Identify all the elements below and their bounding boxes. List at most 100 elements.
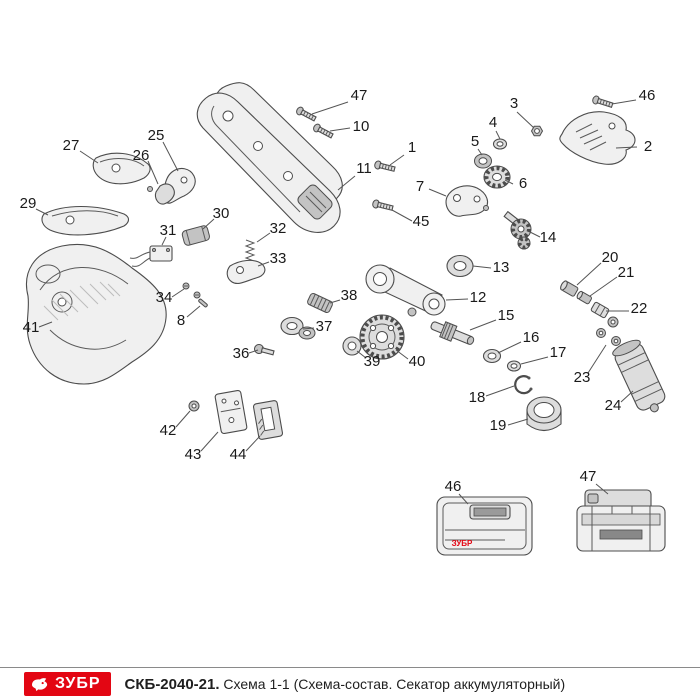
part-washer-17 (506, 360, 522, 372)
callout-46-bottom: 46 (445, 478, 469, 505)
part-switch-31 (129, 245, 173, 267)
part-swing-arm-12 (365, 264, 446, 317)
callout-3: 3 (510, 95, 535, 129)
part-number-label: 21 (618, 264, 635, 281)
part-number-label: 13 (493, 259, 510, 276)
part-number-label: 7 (416, 178, 424, 195)
part-number-label: 34 (156, 289, 173, 306)
callout-19: 19 (490, 417, 529, 434)
part-number-label: 45 (413, 213, 430, 230)
callout-34: 34 (156, 288, 185, 306)
exploded-diagram: ЗУБР 47 10 46 3 4 2 5 6 1 11 7 27 (20, 82, 666, 556)
part-battery-47 (576, 489, 666, 552)
callout-43: 43 (185, 431, 219, 463)
part-number-label: 42 (160, 422, 177, 439)
part-number-label: 1 (408, 139, 416, 156)
part-number-label: 19 (490, 417, 507, 434)
part-number-label: 36 (233, 345, 250, 362)
part-number-label: 47 (580, 468, 597, 485)
part-number-label: 38 (341, 287, 358, 304)
callout-2: 2 (615, 138, 652, 155)
callout-36: 36 (233, 345, 259, 362)
part-gear-6 (483, 165, 511, 189)
part-number-label: 10 (353, 118, 370, 135)
part-number-label: 33 (270, 250, 287, 267)
part-washer-13 (446, 254, 474, 278)
part-lever-7 (445, 185, 489, 217)
callout-20: 20 (576, 249, 618, 286)
part-charger-46: ЗУБР (436, 496, 533, 556)
part-number-label: 8 (177, 312, 185, 329)
callout-5: 5 (471, 133, 483, 156)
part-snap-ring-18 (514, 375, 533, 395)
part-number-label: 16 (523, 329, 540, 346)
callout-22: 22 (606, 300, 647, 317)
callout-7: 7 (416, 178, 447, 197)
zubr-logo: ЗУБР (24, 672, 111, 696)
part-bearing-5 (474, 153, 492, 169)
callout-13: 13 (472, 259, 510, 276)
part-number-label: 39 (364, 353, 381, 370)
part-lever-33 (226, 259, 266, 285)
part-number-label: 43 (185, 446, 202, 463)
bison-icon (30, 676, 50, 692)
callout-29: 29 (20, 195, 49, 216)
part-pin-8 (198, 298, 208, 308)
callout-46-top: 46 (611, 87, 656, 105)
part-number-label: 18 (469, 389, 486, 406)
part-plate-43 (214, 389, 248, 435)
part-screw-1 (374, 160, 396, 172)
callout-33: 33 (257, 250, 287, 267)
part-screws-34 (182, 282, 201, 299)
doc-title: Схема 1-1 (Схема-состав. Секатор аккумул… (223, 675, 566, 692)
part-collar-39 (342, 336, 362, 356)
callout-1: 1 (389, 139, 416, 166)
part-sleeve-19 (526, 396, 562, 432)
callout-24: 24 (605, 390, 634, 414)
part-washers-37 (280, 316, 316, 340)
callout-14: 14 (529, 229, 557, 246)
part-number-label: 37 (316, 318, 333, 335)
part-nut-3 (530, 125, 544, 137)
callout-37: 37 (302, 318, 333, 335)
callout-11: 11 (337, 160, 372, 191)
callout-18: 18 (469, 385, 515, 406)
callout-10: 10 (329, 118, 370, 135)
part-fastener-cluster (560, 280, 621, 346)
callout-41: 41 (23, 319, 53, 336)
footer: ЗУБР СКБ-2040-21. Схема 1-1 (Схема-соста… (0, 667, 700, 700)
part-number-label: 5 (471, 133, 479, 150)
callout-45: 45 (391, 209, 430, 230)
callout-42: 42 (160, 410, 191, 439)
part-gear-40 (359, 314, 405, 360)
callout-30: 30 (202, 205, 229, 230)
part-number-label: 3 (510, 95, 518, 112)
part-number-label: 22 (631, 300, 648, 317)
charger-brand-label: ЗУБР (452, 539, 473, 548)
footer-caption: СКБ-2040-21. Схема 1-1 (Схема-состав. Се… (125, 676, 566, 693)
callout-4: 4 (489, 114, 501, 140)
part-number-label: 17 (550, 344, 567, 361)
callout-15: 15 (469, 307, 514, 331)
callout-16: 16 (497, 329, 540, 354)
part-number-label: 47 (351, 87, 368, 104)
part-cover (559, 111, 636, 165)
doc-model: СКБ-2040-21. (124, 675, 220, 693)
part-screw-45 (372, 199, 394, 211)
part-number-label: 46 (639, 87, 656, 104)
part-washer-16 (482, 348, 502, 364)
callout-21: 21 (589, 264, 635, 297)
part-number-label: 23 (574, 369, 591, 386)
part-number-label: 32 (270, 220, 287, 237)
part-blade-29 (41, 205, 130, 236)
callout-26: 26 (133, 147, 159, 185)
part-number-label: 26 (133, 147, 150, 164)
part-block-30 (181, 225, 210, 246)
callout-17: 17 (520, 344, 567, 365)
callout-32: 32 (256, 220, 287, 243)
callout-38: 38 (329, 287, 358, 304)
part-number-label: 14 (540, 229, 557, 246)
callout-12: 12 (445, 289, 486, 306)
brand-name: ЗУБР (55, 675, 101, 692)
part-shaft-15 (430, 321, 475, 345)
